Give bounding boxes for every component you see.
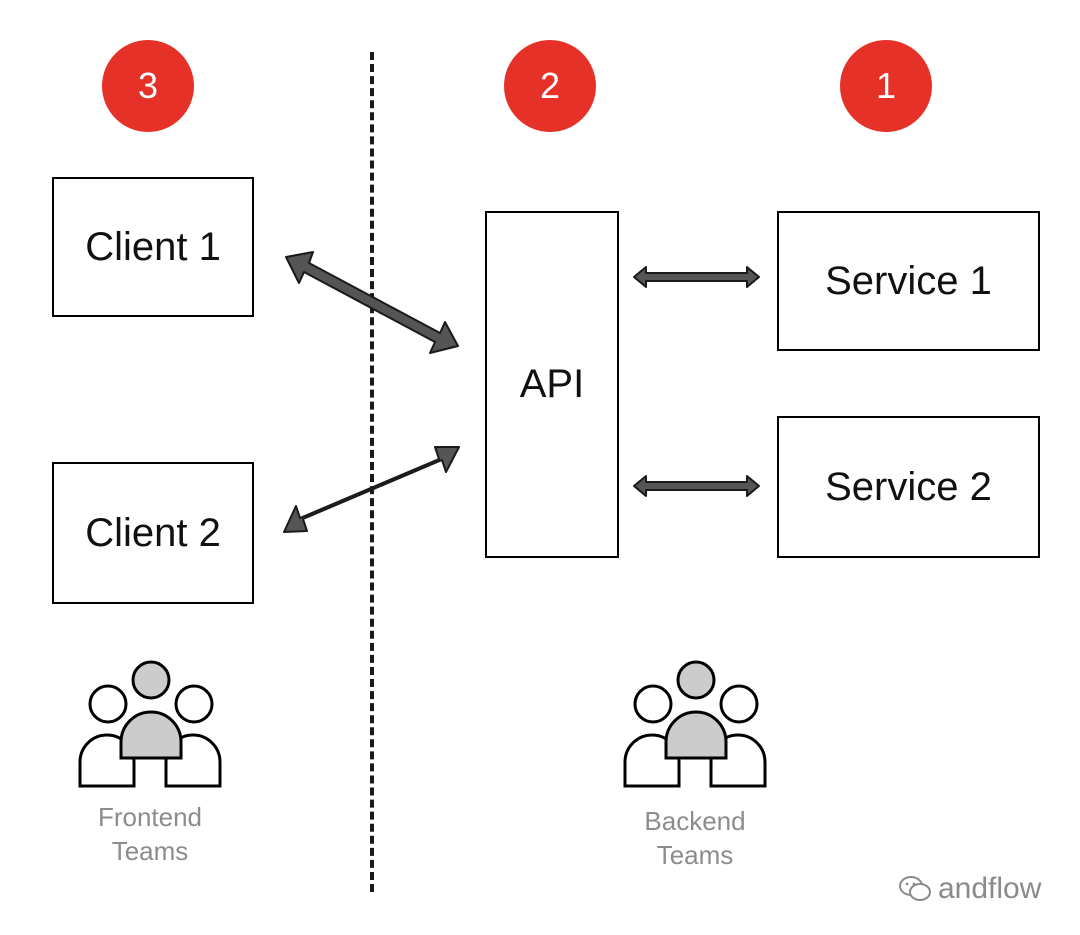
api-service-1-arrow bbox=[633, 266, 760, 288]
frontend-teams-line-2: Teams bbox=[111, 836, 189, 866]
service-1-box: Service 1 bbox=[777, 211, 1040, 351]
backend-team-icon bbox=[623, 660, 767, 788]
client-2-label: Client 2 bbox=[85, 510, 221, 555]
service-1-label: Service 1 bbox=[825, 258, 992, 303]
frontend-teams-label: Frontend Teams bbox=[75, 800, 225, 868]
api-label: API bbox=[519, 362, 585, 406]
api-box: API bbox=[485, 211, 619, 558]
client-2-box: Client 2 bbox=[52, 462, 254, 604]
client-1-label: Client 1 bbox=[85, 224, 221, 269]
backend-teams-line-1: Backend bbox=[644, 806, 746, 836]
watermark-text: andflow bbox=[938, 872, 1042, 905]
frontend-team-icon bbox=[78, 660, 222, 788]
step-3-badge: 3 bbox=[102, 40, 194, 132]
frontend-teams-line-1: Frontend bbox=[97, 802, 203, 832]
client-1-api-arrow bbox=[285, 251, 459, 354]
client-2-api-arrow bbox=[283, 446, 460, 533]
client-1-box: Client 1 bbox=[52, 177, 254, 317]
backend-teams-line-2: Teams bbox=[656, 840, 734, 870]
watermark: andflow bbox=[898, 872, 1041, 906]
team-boundary-divider bbox=[370, 52, 374, 892]
step-1-badge: 1 bbox=[840, 40, 932, 132]
service-2-label: Service 2 bbox=[825, 464, 992, 509]
wechat-icon bbox=[899, 876, 931, 901]
service-2-box: Service 2 bbox=[777, 416, 1040, 558]
step-2-badge: 2 bbox=[504, 40, 596, 132]
api-service-2-arrow bbox=[633, 475, 760, 497]
backend-teams-label: Backend Teams bbox=[620, 804, 770, 872]
